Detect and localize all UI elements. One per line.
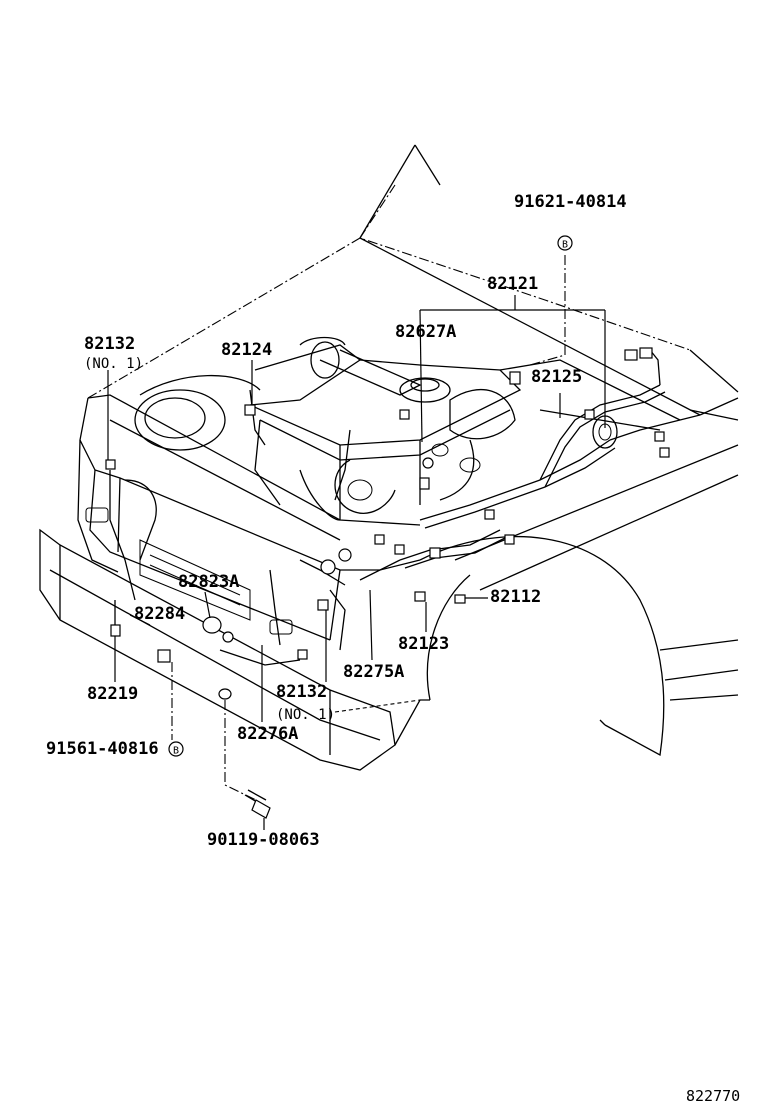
connector [639,347,653,359]
callout-82121: 82121 [487,274,538,294]
callout-82132-no1-bottom: 82132 [276,682,327,702]
b-marker-bottom: B [168,741,184,757]
callout-82823A: 82823A [178,572,239,592]
connectors [105,347,670,700]
callout-82132-no1-top: 82132 [84,334,135,354]
callout-82124: 82124 [221,340,272,360]
callout-90119-08063: 90119-08063 [207,830,320,850]
connector [484,509,495,520]
connector [394,544,405,555]
callout-82275A: 82275A [343,662,404,682]
callout-82123: 82123 [398,634,449,654]
callout-82132-no1-bottom-sub: (NO. 1) [276,707,335,723]
callout-82125: 82125 [531,367,582,387]
horn [202,616,222,634]
callout-82627A: 82627A [395,322,456,342]
connector [422,457,434,469]
connector [414,591,426,602]
b-marker-letter: B [173,746,179,757]
leader-lines [107,255,606,830]
bumper [39,528,421,771]
connector [317,599,329,611]
connector [454,594,466,604]
b-marker-letter: B [562,240,568,251]
connector [338,548,352,562]
callout-82284: 82284 [134,604,185,624]
bolt [244,789,271,819]
front-body [77,394,421,641]
figure-number: 822770 [686,1087,740,1105]
connector [584,409,595,420]
connector [374,534,385,545]
connector [399,409,410,420]
connector [110,624,121,637]
engine [134,336,681,521]
connector [105,459,116,470]
connector [222,631,234,643]
callout-82112: 82112 [490,587,541,607]
connector [244,404,256,416]
connector [429,547,441,559]
callout-82219: 82219 [87,684,138,704]
connector [654,431,665,442]
callouts: 91621-40814 82121 82627A 82125 82124 821… [46,192,627,850]
connector [419,477,430,490]
hood-outline [87,144,739,421]
connector [320,559,336,575]
connector [504,534,515,545]
fender [394,444,739,757]
callout-82132-no1-top-sub: (NO. 1) [84,356,143,372]
connector [297,649,308,660]
connector [157,649,171,663]
connector [509,371,521,385]
connector [659,447,670,458]
callout-91561-40816: 91561-40816 [46,739,159,759]
callout-82276A: 82276A [237,724,298,744]
clip [218,688,232,700]
connector [624,349,638,361]
b-marker-top: B [557,235,573,251]
callout-91621-40814: 91621-40814 [514,192,627,212]
